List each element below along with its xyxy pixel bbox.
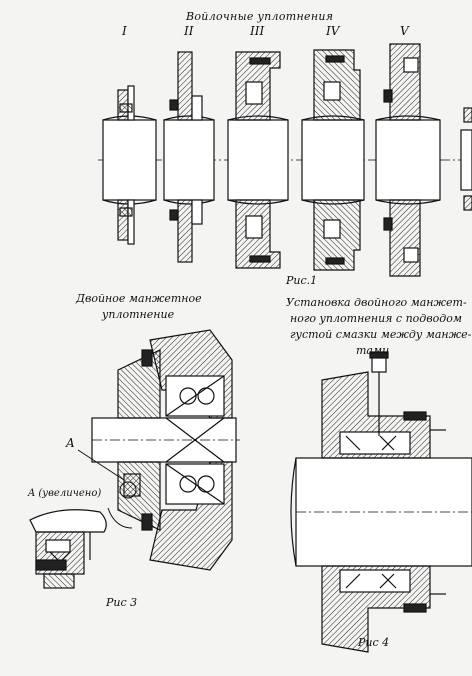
fig4-title-line2: ного уплотнения с подводом (290, 312, 463, 325)
roman-label-3: III (250, 24, 265, 38)
fig4-title-line4: тами (356, 344, 390, 357)
fig3-title-line1: Двойное манжетное (76, 292, 202, 305)
seal-variant-5 (375, 43, 441, 277)
fig4-assembly (290, 351, 472, 653)
roman-label-2: II (184, 24, 194, 38)
fig4-caption: Рис 4 (358, 636, 390, 649)
seal-variant-1 (102, 85, 157, 245)
seal-variant-4 (301, 49, 365, 271)
fig1-caption: Рис.1 (286, 274, 318, 287)
fig4-title-line3: густой смазки между манже- (290, 328, 472, 341)
roman-label-5: V (400, 24, 409, 38)
fig1-assemblies (98, 43, 472, 277)
fig3-assembly (77, 329, 240, 571)
detail-a (29, 509, 107, 589)
label-a: A (66, 436, 75, 450)
fig4-title-line1: Установка двойного манжет- (286, 296, 467, 309)
fig3-caption: Рис 3 (106, 596, 138, 609)
label-a-detail: A (увеличено) (28, 488, 102, 499)
seal-variant-3 (227, 51, 289, 269)
roman-label-4: IV (326, 24, 340, 38)
felt-seals-title: Войлочные уплотнения (186, 10, 334, 23)
seal-variant-partial (460, 107, 472, 211)
fig3-title-line2: уплотнение (102, 308, 175, 321)
seal-variant-2 (163, 51, 215, 263)
roman-label-1: I (122, 24, 127, 38)
